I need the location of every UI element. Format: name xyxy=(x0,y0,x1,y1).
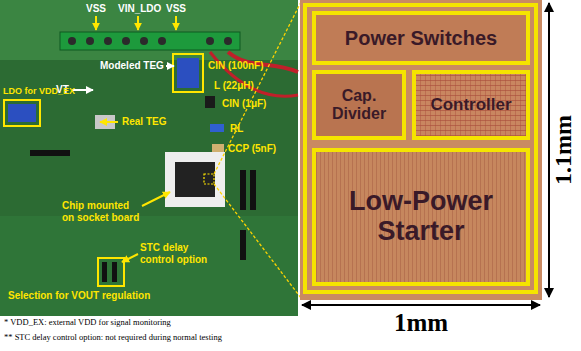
dimension: 1mm xyxy=(394,309,448,338)
block-region: Low-Power Starter xyxy=(312,148,530,286)
die-texture xyxy=(416,74,526,136)
pcb-board xyxy=(0,0,298,316)
part-name: LDO for VDD_EX xyxy=(3,86,75,96)
zoom-line xyxy=(214,2,301,174)
pcb-bottom xyxy=(0,216,298,316)
part-name: Real TEG xyxy=(122,116,166,128)
note: Selection for VOUT regulation xyxy=(8,290,150,302)
block-name: Power Switches xyxy=(345,27,497,49)
part-value: CIN (100nF) xyxy=(208,60,264,72)
highlight-box xyxy=(98,258,124,286)
block-region: Cap. Divider xyxy=(312,70,406,140)
teg-model xyxy=(177,58,199,88)
footnote: ** STC delay control option: not require… xyxy=(4,333,222,343)
highlight-box xyxy=(4,100,40,126)
signal-name: VIN_LDO xyxy=(118,3,161,15)
chip-marker xyxy=(204,174,214,184)
signal-name: VSS xyxy=(166,3,186,15)
pin-headers xyxy=(30,150,256,282)
die-texture xyxy=(316,74,402,136)
die-texture xyxy=(316,15,526,61)
dimension-arrow xyxy=(302,304,540,306)
part-value: CCP (5nF) xyxy=(228,143,276,155)
block-name: Low-Power Starter xyxy=(319,187,523,246)
socket xyxy=(165,152,225,207)
footnote: * VDD_EX: external VDD for signal monito… xyxy=(4,318,171,328)
dimension: 1.1mm xyxy=(550,115,578,185)
part-value: CIN (1μF) xyxy=(222,98,266,110)
part-value: L (22μH) xyxy=(214,80,254,92)
die-photo xyxy=(300,0,542,300)
signal-name: VSS xyxy=(86,3,106,15)
block-name: Controller xyxy=(430,96,511,115)
leader-arrows xyxy=(96,16,176,262)
note: Chip mounted on socket board xyxy=(62,200,142,223)
highlight-box xyxy=(173,54,203,92)
capacitor xyxy=(212,144,224,152)
resistor xyxy=(210,124,224,132)
pcb-top xyxy=(0,0,298,60)
die-outline xyxy=(305,5,536,292)
dimension-arrow xyxy=(548,3,550,297)
chip-package xyxy=(175,162,215,197)
part-value: RL xyxy=(230,123,243,135)
terminal-screws xyxy=(68,37,232,45)
terminal-block xyxy=(60,32,240,50)
note: STC delay control option xyxy=(140,242,210,265)
die-texture xyxy=(316,150,526,282)
block-region: Power Switches xyxy=(312,11,530,65)
inductor xyxy=(205,96,215,108)
block-name: Cap. Divider xyxy=(319,87,399,122)
block-region: Controller xyxy=(412,70,530,140)
ldo-module xyxy=(8,104,36,122)
zoom-line xyxy=(214,184,301,298)
part-name: Modeled TEG xyxy=(100,60,164,72)
wire xyxy=(210,52,298,96)
